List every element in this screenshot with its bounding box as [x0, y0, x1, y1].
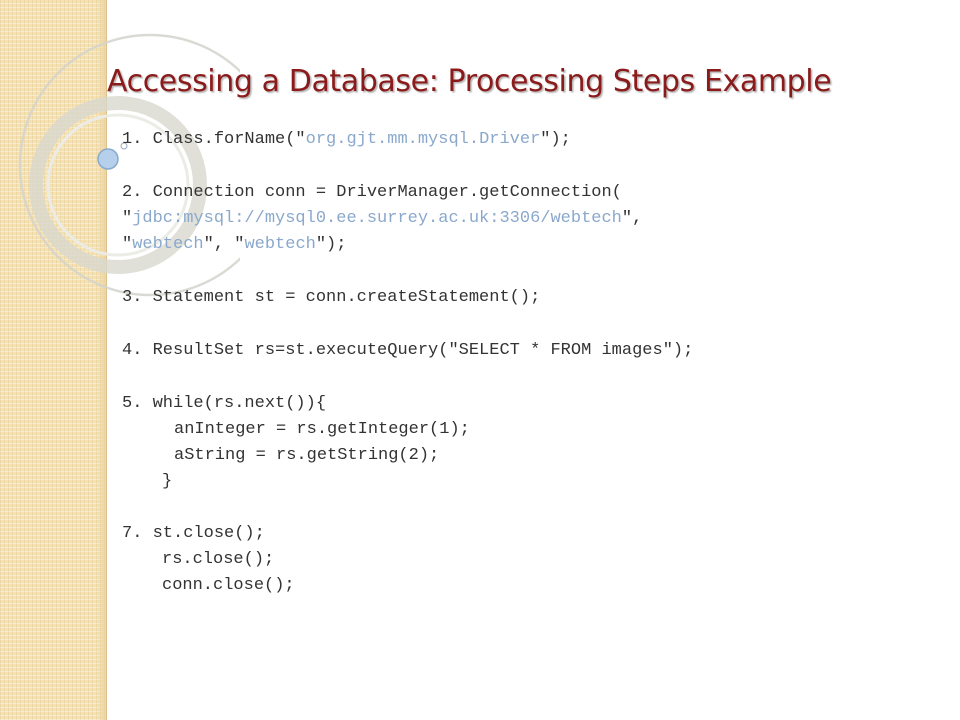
outer-ring	[18, 33, 240, 297]
code-text: ");	[540, 130, 571, 149]
step-3: 3. Statement st = conn.createStatement()…	[122, 285, 942, 311]
spacer	[122, 311, 942, 338]
step-number: 7.	[122, 524, 143, 543]
spacer	[122, 153, 942, 180]
step-2-line-2: "jdbc:mysql://mysql0.ee.surrey.ac.uk:330…	[122, 206, 942, 232]
side-band-shade	[96, 0, 106, 720]
code-text: while(rs.next()){	[142, 394, 327, 413]
inner-ring	[46, 113, 190, 257]
string-literal: jdbc:mysql://mysql0.ee.surrey.ac.uk:3306…	[132, 209, 622, 228]
code-text: ", "	[203, 235, 245, 254]
step-7: 7. st.close();	[122, 521, 942, 547]
step-2: 2. Connection conn = DriverManager.getCo…	[122, 180, 942, 206]
string-literal: webtech	[132, 235, 204, 254]
step-5-close: }	[162, 472, 173, 491]
code-text: ",	[621, 209, 643, 228]
thick-ring	[29, 96, 207, 274]
step-4: 4. ResultSet rs=st.executeQuery("SELECT …	[122, 338, 942, 364]
code-text: Statement st = conn.createStatement();	[142, 288, 541, 307]
small-dot-icon	[120, 142, 128, 150]
step-number: 4.	[122, 341, 143, 360]
code-text: Class.forName("	[142, 130, 306, 149]
code-text: Connection conn = DriverManager.getConne…	[142, 183, 622, 202]
spacer	[122, 364, 942, 391]
spacer	[122, 495, 942, 508]
step-5-body-1: anInteger = rs.getInteger(1);	[174, 420, 470, 439]
step-5: 5. while(rs.next()){	[122, 391, 942, 417]
step-number: 3.	[122, 288, 143, 307]
slide-title: Accessing a Database: Processing Steps E…	[107, 64, 832, 99]
step-number: 5.	[122, 394, 143, 413]
code-text: "	[122, 209, 133, 228]
spacer	[122, 508, 942, 521]
spacer	[122, 258, 942, 285]
step-number: 2.	[122, 183, 143, 202]
string-literal: webtech	[244, 235, 316, 254]
code-text: "	[122, 235, 133, 254]
step-5-body-2: aString = rs.getString(2);	[174, 446, 440, 465]
code-listing: 1. Class.forName("org.gjt.mm.mysql.Drive…	[122, 127, 942, 599]
step-number: 1.	[122, 130, 143, 149]
string-literal: org.gjt.mm.mysql.Driver	[305, 130, 541, 149]
code-text: ResultSet rs=st.executeQuery("SELECT * F…	[142, 341, 694, 360]
blue-dot-icon	[97, 148, 119, 170]
code-text: st.close();	[142, 524, 265, 543]
code-text: ");	[315, 235, 347, 254]
step-7-line-3: conn.close();	[162, 576, 295, 595]
step-2-line-3: "webtech", "webtech");	[122, 232, 942, 258]
step-7-line-2: rs.close();	[162, 550, 275, 569]
step-1: 1. Class.forName("org.gjt.mm.mysql.Drive…	[122, 127, 942, 153]
decorative-rings	[18, 33, 240, 297]
